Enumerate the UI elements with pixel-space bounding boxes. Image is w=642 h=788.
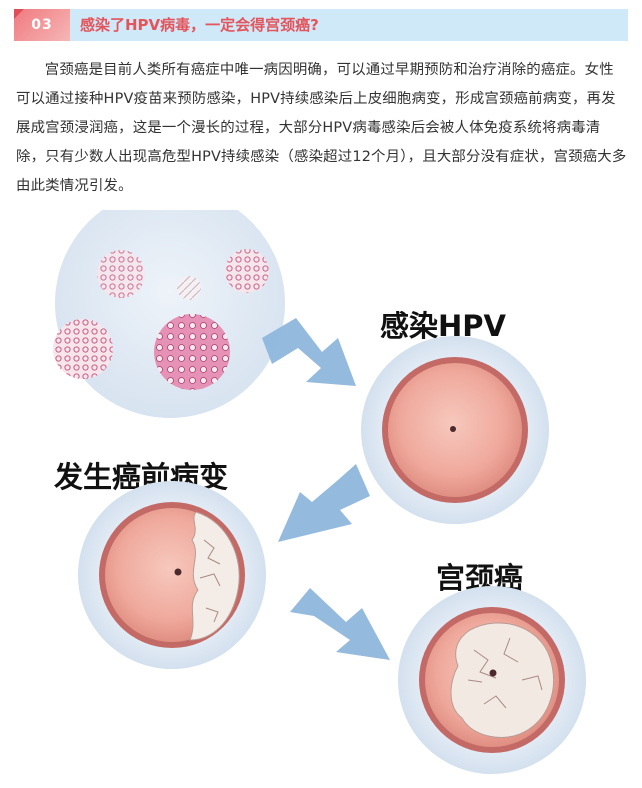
stage-hpv-infection: 感染HPV — [361, 306, 549, 524]
body-paragraph: 宫颈癌是目前人类所有癌症中唯一病因明确，可以通过早期预防和治疗消除的癌症。女性可… — [16, 62, 627, 194]
stage-cervical-cancer: 宫颈癌 — [398, 558, 586, 774]
section-header: 03 感染了HPV病毒，一定会得宫颈癌? — [14, 9, 628, 41]
tumor-area — [450, 622, 554, 738]
arrow-icon — [278, 464, 370, 542]
stage-precancerous-lesion: 发生癌前病变 — [50, 457, 266, 669]
cervical-os — [489, 669, 497, 677]
dysplasia-cell-sample — [53, 319, 113, 379]
tumor-cracks — [467, 637, 543, 709]
stage-label-hpv-infection: 感染HPV — [380, 309, 507, 343]
hpv-progression-illustration: 感染HPV 发生癌前病变 宫颈癌 — [50, 210, 586, 774]
cancer-cell-sample — [154, 314, 230, 390]
small-cell-sample — [177, 276, 201, 300]
arrow-icon — [290, 588, 390, 660]
lesion-cracks — [199, 539, 221, 623]
cell-samples-circle — [53, 210, 285, 418]
arrow-icon — [262, 318, 356, 386]
section-number-badge: 03 — [14, 9, 70, 41]
cervical-os — [174, 568, 182, 576]
section-title: 感染了HPV病毒，一定会得宫颈癌? — [80, 16, 319, 34]
infected-cell-sample — [225, 249, 269, 293]
normal-cell-sample — [97, 250, 145, 298]
cervical-os — [450, 426, 456, 432]
